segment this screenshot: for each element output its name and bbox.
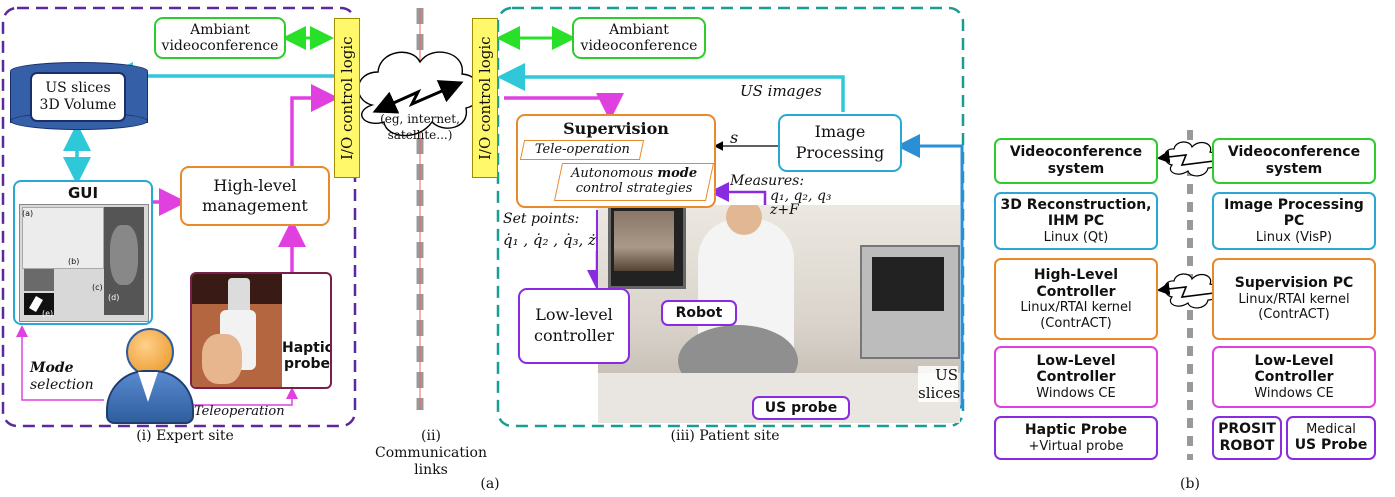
gui-tag-b: (b) xyxy=(68,257,80,266)
expert-videoconference-label: Ambiant videoconference xyxy=(161,21,279,54)
haptic-probe-box[interactable]: Haptic probe xyxy=(190,272,332,389)
autonomous-post: control strategies xyxy=(575,181,693,196)
panel-b-right-title-1: Image Processing PC xyxy=(1224,196,1364,230)
measures-vars: q₁, q₂, q₃ xyxy=(770,187,832,204)
measures-label: Measures: xyxy=(730,173,805,189)
gui-screenshot: (a) (b) (c) (d) (e) xyxy=(19,204,149,322)
gui-tag-d: (d) xyxy=(108,293,120,302)
panel-b-left-sub-1: Linux (Qt) xyxy=(1043,229,1109,245)
robot-label: Robot xyxy=(675,304,723,321)
panel-b-right-sub-1: Linux (VisP) xyxy=(1255,229,1333,245)
patient-io-control-logic: I/O control logic xyxy=(472,18,498,178)
expert-site-caption: (i) Expert site xyxy=(136,428,234,444)
low-level-controller-label: Low-level controller xyxy=(534,305,614,345)
panel-b-right-title-0: Videoconference system xyxy=(1227,144,1361,177)
set-points-block: Set points: q̇₁ , q̇₂ , q̇₃, ż xyxy=(503,210,596,251)
panel-b-right-title-3: Low-Level Controller xyxy=(1254,352,1334,386)
gui-tag-a: (a) xyxy=(22,209,34,218)
autonomous-mode[interactable]: Autonomous mode control strategies xyxy=(553,163,715,201)
patient-videoconference-label: Ambiant videoconference xyxy=(580,21,698,54)
low-level-controller-box: Low-level controller xyxy=(518,288,630,364)
measures-force: z+F xyxy=(770,202,799,219)
panel-b-caption: (b) xyxy=(1180,476,1200,492)
set-points-vars: q̇₁ , q̇₂ , q̇₃, ż xyxy=(503,230,596,249)
prosit-robot-label: PROSIT ROBOT xyxy=(1218,421,1276,454)
gui-tag-c: (c) xyxy=(92,283,103,292)
panel-b-right-sub-2: Linux/RTAI kernel (ContrACT) xyxy=(1238,291,1350,323)
panel-b-left-sub-4: +Virtual probe xyxy=(1028,438,1124,454)
teleoperation-mode[interactable]: Tele-operation xyxy=(519,140,645,160)
panel-b-medical-probe: Medical US Probe xyxy=(1286,416,1376,460)
patient-site-caption: (iii) Patient site xyxy=(670,428,780,444)
panel-b-left-sub-2: Linux/RTAI kernel (ContrACT) xyxy=(1020,300,1132,331)
patient-videoconference-box: Ambiant videoconference xyxy=(572,17,706,59)
robot-box: Robot xyxy=(661,300,737,326)
panel-b-right-box-0: Videoconference system xyxy=(1212,138,1376,184)
us-images-label: US images xyxy=(740,82,822,100)
panel-b-left-title-2: High-Level Controller xyxy=(1033,267,1119,300)
supervision-title: Supervision xyxy=(563,119,669,138)
mode-selection-rest: selection xyxy=(30,376,94,393)
expert-person-icon xyxy=(104,326,194,424)
panel-b-left-title-1: 3D Reconstruction, IHM PC xyxy=(1000,196,1152,230)
image-processing-label: Image Processing xyxy=(795,122,885,162)
us-slices-patient-label: US slices xyxy=(918,366,961,402)
high-level-management-label: High-level management xyxy=(202,176,308,215)
panel-b-left-title-0: Videoconference system xyxy=(1009,144,1143,177)
gui-title: GUI xyxy=(67,184,99,202)
panel-b-right-sub-3: Windows CE xyxy=(1254,385,1334,401)
panel-b-left-title-4: Haptic Probe xyxy=(1024,422,1128,439)
us-probe-label: US probe xyxy=(764,399,838,416)
patient-site-photo xyxy=(598,205,960,423)
us-slices-label: US slices 3D Volume xyxy=(39,80,117,113)
teleoperation-label: Teleoperation xyxy=(194,404,285,419)
panel-b-prosit-robot: PROSIT ROBOT xyxy=(1212,416,1282,460)
panel-b-left-title-3: Low-Level Controller xyxy=(1036,352,1116,386)
haptic-probe-label: Haptic probe xyxy=(282,340,332,373)
panel-b-left-box-0: Videoconference system xyxy=(994,138,1158,184)
us-slices-database: US slices 3D Volume xyxy=(10,62,148,130)
us-probe-b-label: US Probe xyxy=(1294,437,1368,454)
medical-label: Medical xyxy=(1306,422,1356,438)
set-points-label: Set points: xyxy=(503,211,580,227)
autonomous-pre: Autonomous xyxy=(570,166,654,182)
s-label: s xyxy=(730,128,739,147)
measures-block: Measures: q₁, q₂, q₃ z+F xyxy=(730,174,832,218)
gui-tag-e: (e) xyxy=(42,309,54,318)
us-slices-label-box: US slices 3D Volume xyxy=(30,72,126,122)
autonomous-mode-word: mode xyxy=(657,166,698,182)
panel-b-right-title-2: Supervision PC xyxy=(1234,275,1354,292)
mode-selection-bold: Mode xyxy=(30,360,74,376)
mode-selection-label: Mode selection xyxy=(30,360,94,394)
cloud-text: (eg, internet, satellite...) xyxy=(380,112,460,142)
high-level-management-box: High-level management xyxy=(180,166,330,226)
panel-b-left-sub-3: Windows CE xyxy=(1036,385,1116,401)
communication-caption: (ii) Communication links xyxy=(375,428,487,478)
image-processing-box: Image Processing xyxy=(778,114,902,172)
panel-a-caption: (a) xyxy=(480,476,500,492)
panel-b-left-box-4: Haptic Probe+Virtual probe xyxy=(994,416,1158,460)
us-probe-box: US probe xyxy=(752,396,850,420)
expert-io-control-logic: I/O control logic xyxy=(334,18,360,178)
haptic-probe-photo xyxy=(192,274,282,387)
expert-videoconference-box: Ambiant videoconference xyxy=(154,17,286,59)
gui-box[interactable]: GUI (a) (b) (c) (d) (e) xyxy=(13,180,153,325)
